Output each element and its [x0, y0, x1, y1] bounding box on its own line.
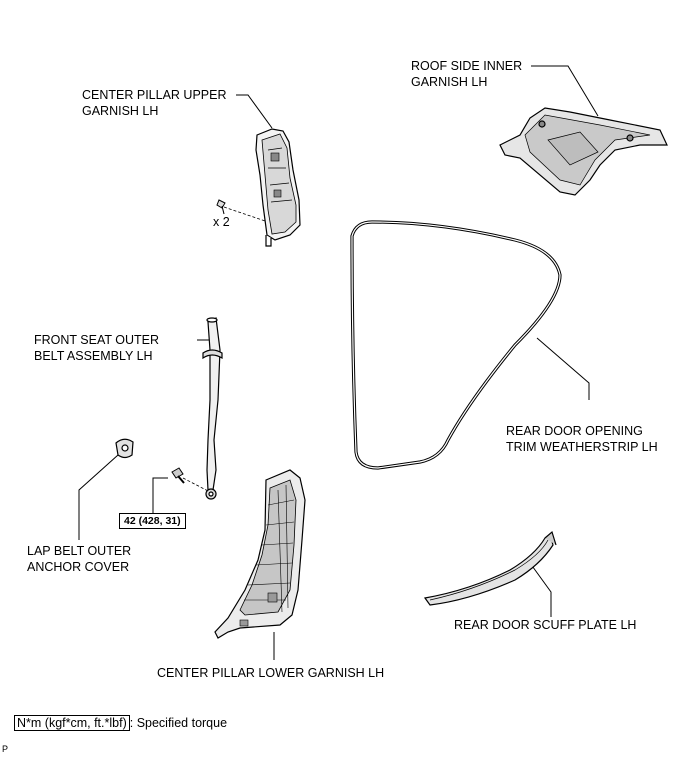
label-quantity: x 2: [213, 215, 230, 229]
label-front-seat-belt: FRONT SEAT OUTER BELT ASSEMBLY LH: [34, 333, 160, 363]
leader-scuff-plate: [529, 562, 552, 617]
front-seat-belt-assembly: [202, 317, 223, 500]
leader-weatherstrip: [536, 337, 590, 400]
clip-dashed-line: [223, 206, 269, 223]
leader-center-pillar-upper: [236, 94, 273, 129]
torque-value-box: 42 (428, 31): [119, 513, 186, 529]
label-lap-belt-cover: LAP BELT OUTER ANCHOR COVER: [27, 544, 132, 574]
leader-roof-side: [531, 65, 599, 117]
center-pillar-lower-garnish: [214, 469, 306, 639]
leader-torque: [152, 477, 168, 513]
label-center-pillar-upper: CENTER PILLAR UPPER GARNISH LH: [82, 88, 227, 118]
label-center-pillar-lower: CENTER PILLAR LOWER GARNISH LH: [157, 666, 385, 680]
legend-description: : Specified torque: [129, 716, 228, 730]
leader-lap-belt-cover: [78, 454, 119, 540]
rear-door-weatherstrip: [350, 220, 562, 470]
bolt-icon: [171, 467, 185, 484]
rear-door-scuff-plate: [423, 530, 557, 606]
label-rear-door-scuff: REAR DOOR SCUFF PLATE LH: [454, 618, 637, 632]
lap-belt-anchor-cover: [115, 438, 134, 459]
roof-side-inner-garnish: [499, 107, 668, 196]
bolt-dashed-line: [182, 477, 211, 493]
clip-icon: [216, 199, 226, 215]
corner-mark: P: [2, 744, 9, 754]
legend-torque-box: N*m (kgf*cm, ft.*lbf): [14, 715, 130, 731]
center-pillar-upper-garnish: [255, 128, 301, 247]
torque-legend: N*m (kgf*cm, ft.*lbf): Specified torque: [14, 715, 227, 731]
label-rear-door-weatherstrip: REAR DOOR OPENING TRIM WEATHERSTRIP LH: [506, 424, 658, 454]
label-roof-side-inner: ROOF SIDE INNER GARNISH LH: [411, 59, 523, 89]
